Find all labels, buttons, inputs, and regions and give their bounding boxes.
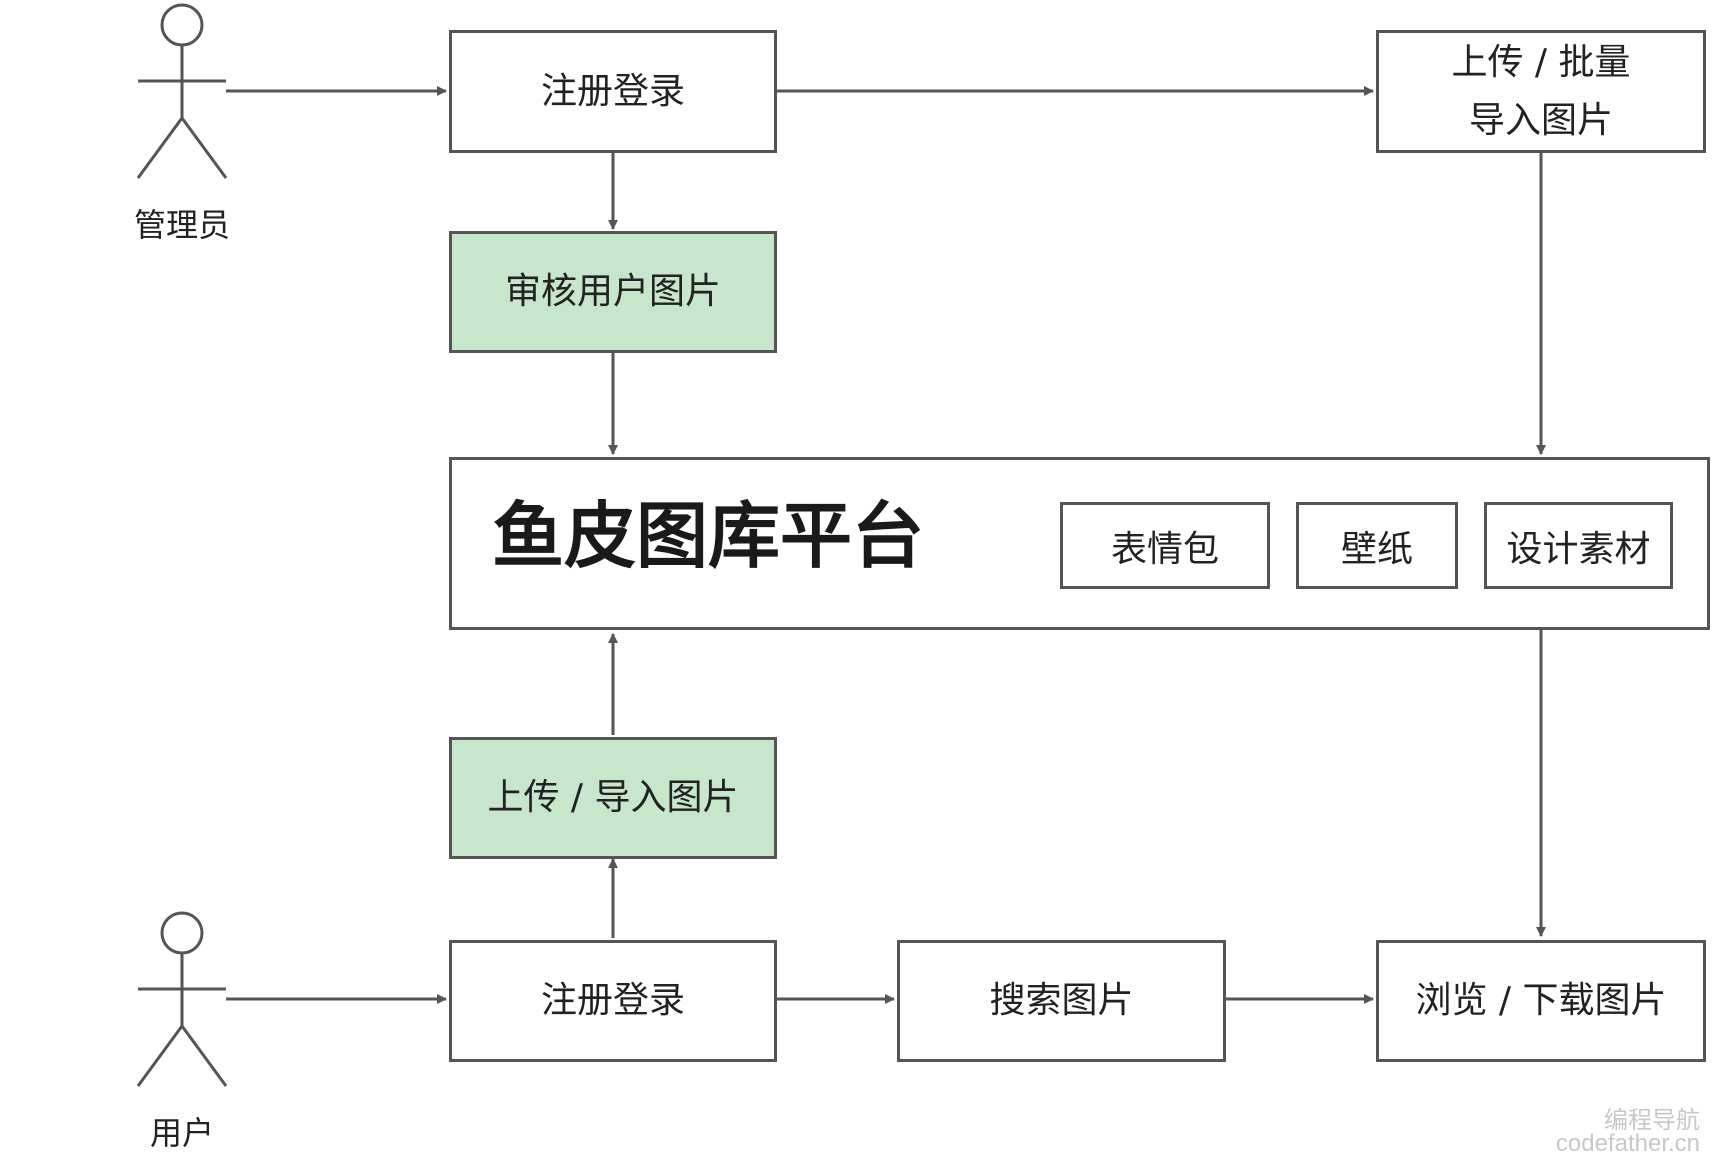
- admin-actor-icon: [136, 3, 228, 179]
- user-actor-label: 用户: [149, 1114, 214, 1152]
- platform-box: 鱼皮图库平台 表情包 壁纸 设计素材: [449, 457, 1710, 630]
- watermark-line2: codefather.cn: [1555, 1130, 1700, 1157]
- user-search-box[interactable]: 搜索图片: [897, 940, 1226, 1062]
- platform-title: 鱼皮图库平台: [492, 494, 925, 578]
- platform-tag-wallpaper[interactable]: 壁纸: [1296, 502, 1458, 589]
- user-actor-icon: [136, 911, 228, 1087]
- platform-tag-emoji[interactable]: 表情包: [1060, 502, 1270, 589]
- admin-register-box[interactable]: 注册登录: [449, 30, 777, 153]
- user-browse-label: 浏览 / 下载图片: [1415, 980, 1667, 1022]
- admin-review-box[interactable]: 审核用户图片: [449, 231, 777, 353]
- user-search-label: 搜索图片: [989, 980, 1134, 1022]
- admin-actor-label: 管理员: [133, 206, 230, 244]
- user-browse-box[interactable]: 浏览 / 下载图片: [1376, 940, 1706, 1062]
- watermark-line1: 编程导航: [1604, 1107, 1700, 1134]
- user-upload-box[interactable]: 上传 / 导入图片: [449, 737, 777, 859]
- admin-upload-box[interactable]: 上传 / 批量 导入图片: [1376, 30, 1706, 153]
- platform-tag-design[interactable]: 设计素材: [1484, 502, 1673, 589]
- user-upload-label: 上传 / 导入图片: [487, 777, 739, 819]
- admin-upload-label-line2: 导入图片: [1468, 99, 1613, 141]
- user-register-box[interactable]: 注册登录: [449, 940, 777, 1062]
- admin-upload-label-line1: 上传 / 批量: [1451, 41, 1631, 83]
- admin-register-label: 注册登录: [540, 70, 685, 112]
- user-register-label: 注册登录: [540, 980, 685, 1022]
- admin-review-label: 审核用户图片: [504, 271, 721, 313]
